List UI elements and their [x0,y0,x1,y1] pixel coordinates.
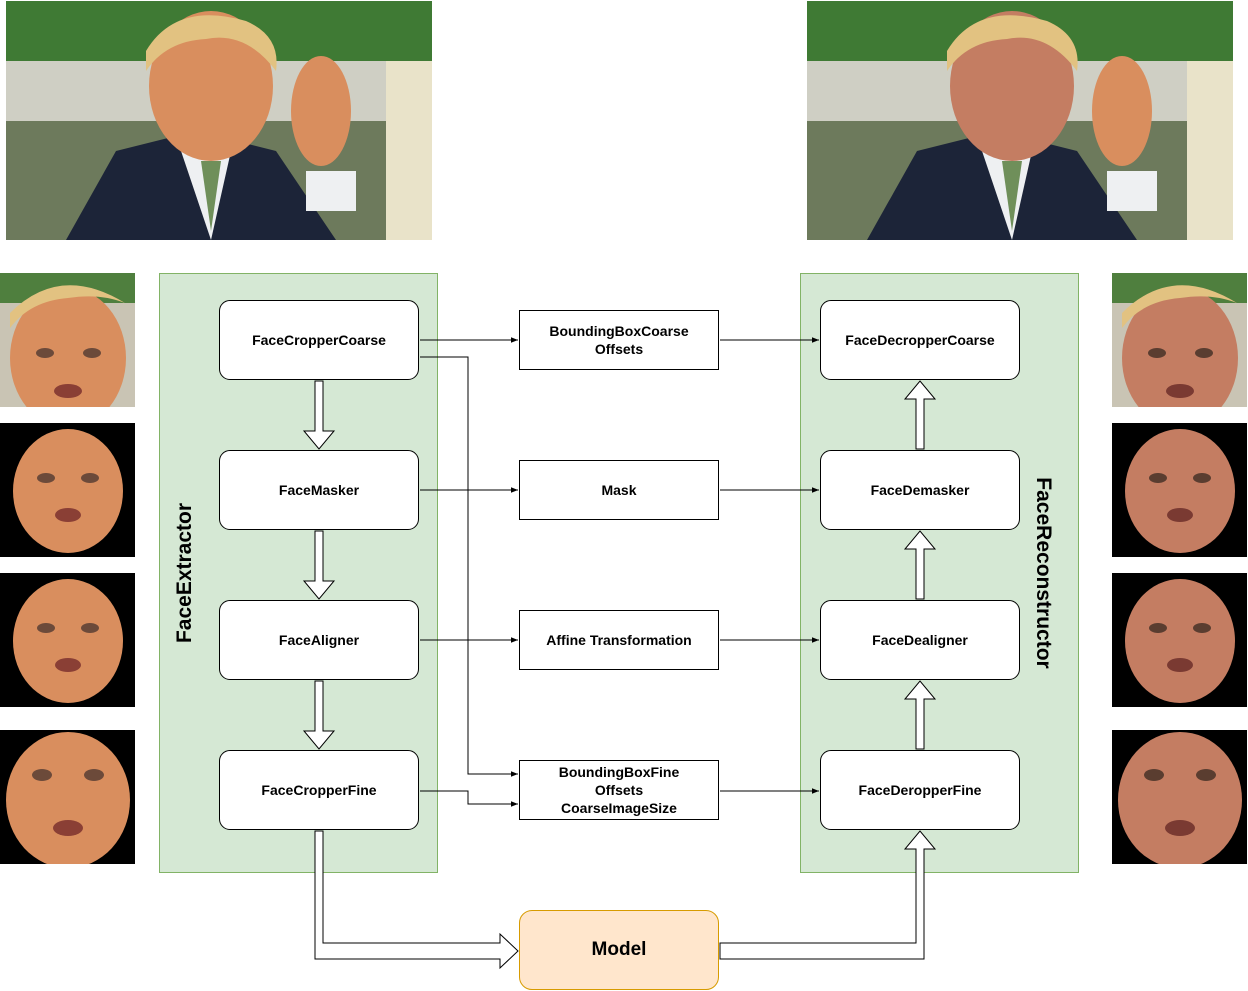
model-node: Model [519,910,719,990]
face-reconstructor-title: FaceReconstructor [1032,477,1055,669]
coarse-crop-thumbnail [0,273,135,407]
generated-face-thumbnail [1112,730,1247,864]
face-demasker-node: FaceDemasker [820,450,1020,530]
face-extractor-title: FaceExtractor [173,502,196,644]
face-aligner-node: FaceAligner [219,600,419,680]
fine-bbox-data: BoundingBoxFine Offsets CoarseImageSize [519,760,719,820]
aligned-face-thumbnail [0,573,135,707]
demasked-thumbnail [1112,423,1247,557]
masked-face-thumbnail [0,423,135,557]
mask-data: Mask [519,460,719,520]
face-decropper-coarse-node: FaceDecropperCoarse [820,300,1020,380]
dealigned-thumbnail [1112,573,1247,707]
face-dealigner-node: FaceDealigner [820,600,1020,680]
decropped-coarse-thumbnail [1112,273,1247,407]
face-cropper-fine-node: FaceCropperFine [219,750,419,830]
fine-crop-thumbnail [0,730,135,864]
coarse-bbox-data: BoundingBoxCoarse Offsets [519,310,719,370]
output-photo [807,1,1233,240]
face-deropper-fine-node: FaceDeropperFine [820,750,1020,830]
face-masker-node: FaceMasker [219,450,419,530]
face-cropper-coarse-node: FaceCropperCoarse [219,300,419,380]
input-photo [6,1,432,240]
affine-transform-data: Affine Transformation [519,610,719,670]
